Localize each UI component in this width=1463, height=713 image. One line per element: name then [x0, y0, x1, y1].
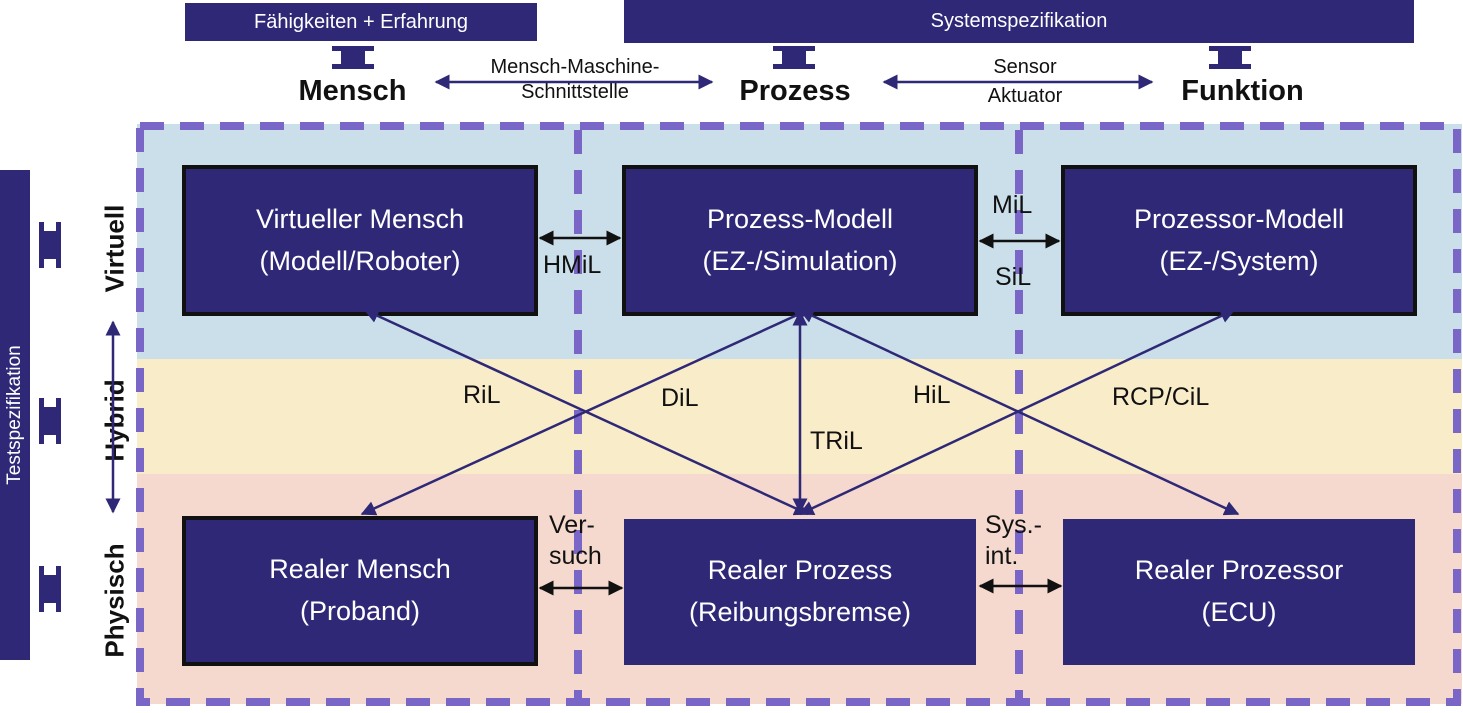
header-human: Mensch — [298, 75, 407, 107]
capabilities-banner: Fähigkeiten + Erfahrung — [185, 3, 537, 41]
box-real-human: Realer Mensch (Proband) — [182, 516, 538, 666]
label-sysint: Sys.- int. — [985, 510, 1042, 573]
header-process: Prozess — [739, 75, 851, 107]
system-spec-banner: Systemspezifikation — [624, 0, 1414, 43]
box-process-model-title: Prozess-Modell — [706, 203, 894, 234]
label-sysint-line2: int. — [985, 542, 1019, 571]
box-real-processor-title: Realer Prozessor — [1134, 555, 1344, 586]
dil-arrow — [360, 308, 810, 516]
box-virtual-human: Virtueller Mensch (Modell/Roboter) — [182, 165, 538, 316]
label-versuch-line2: such — [549, 542, 602, 571]
test-spec-banner: Testspezifikation — [0, 170, 30, 660]
box-real-processor: Realer Prozessor (ECU) — [1063, 519, 1415, 665]
box-processor-model: Prozessor-Modell (EZ-/System) — [1061, 165, 1417, 316]
label-ril: RiL — [463, 381, 501, 409]
dashed-frame — [136, 122, 1461, 706]
side-connector-icon-virtual — [39, 222, 61, 268]
rcp-cil-arrow — [798, 308, 1236, 516]
box-processor-model-subtitle: (EZ-/System) — [1159, 245, 1319, 276]
box-processor-model-title: Prozessor-Modell — [1133, 203, 1345, 234]
label-sil: SiL — [995, 263, 1032, 291]
connector-icon-function — [1209, 46, 1251, 69]
capabilities-banner-label: Fähigkeiten + Erfahrung — [253, 10, 469, 33]
label-rcp-cil: RCP/CiL — [1112, 383, 1210, 411]
box-process-model-subtitle: (EZ-/Simulation) — [702, 245, 898, 276]
label-mil: MiL — [992, 191, 1033, 219]
side-connector-icon-physical — [39, 566, 61, 612]
box-real-process-title: Realer Prozess — [707, 555, 893, 586]
box-real-process: Realer Prozess (Reibungsbremse) — [624, 519, 976, 665]
label-versuch: Ver- such — [549, 510, 602, 573]
box-virtual-human-subtitle: (Modell/Roboter) — [259, 245, 461, 276]
system-spec-banner-label: Systemspezifikation — [930, 10, 1108, 32]
label-sysint-line1: Sys.- — [985, 511, 1042, 539]
label-hil: HiL — [913, 381, 951, 409]
connector-icon-process — [773, 46, 815, 69]
box-real-human-subtitle: (Proband) — [299, 596, 421, 626]
label-dil: DiL — [661, 384, 699, 412]
sensor-label: Sensor — [993, 56, 1057, 78]
header-function: Funktion — [1181, 75, 1304, 107]
label-versuch-line1: Ver- — [549, 511, 595, 539]
box-real-process-subtitle: (Reibungsbremse) — [688, 597, 912, 627]
sensor-actuator-label: Sensor Aktuator — [960, 55, 1090, 109]
hmi-label-line1: Mensch-Maschine- — [490, 56, 660, 78]
box-virtual-human-title: Virtueller Mensch — [255, 203, 465, 234]
side-connector-icon-hybrid — [39, 398, 61, 444]
box-real-human-title: Realer Mensch — [269, 554, 451, 585]
actuator-label: Aktuator — [987, 85, 1063, 107]
label-hmil: HMiL — [543, 251, 602, 279]
box-real-processor-subtitle: (ECU) — [1201, 597, 1277, 627]
connector-icon-human — [332, 46, 374, 69]
label-tril: TRiL — [810, 427, 863, 455]
